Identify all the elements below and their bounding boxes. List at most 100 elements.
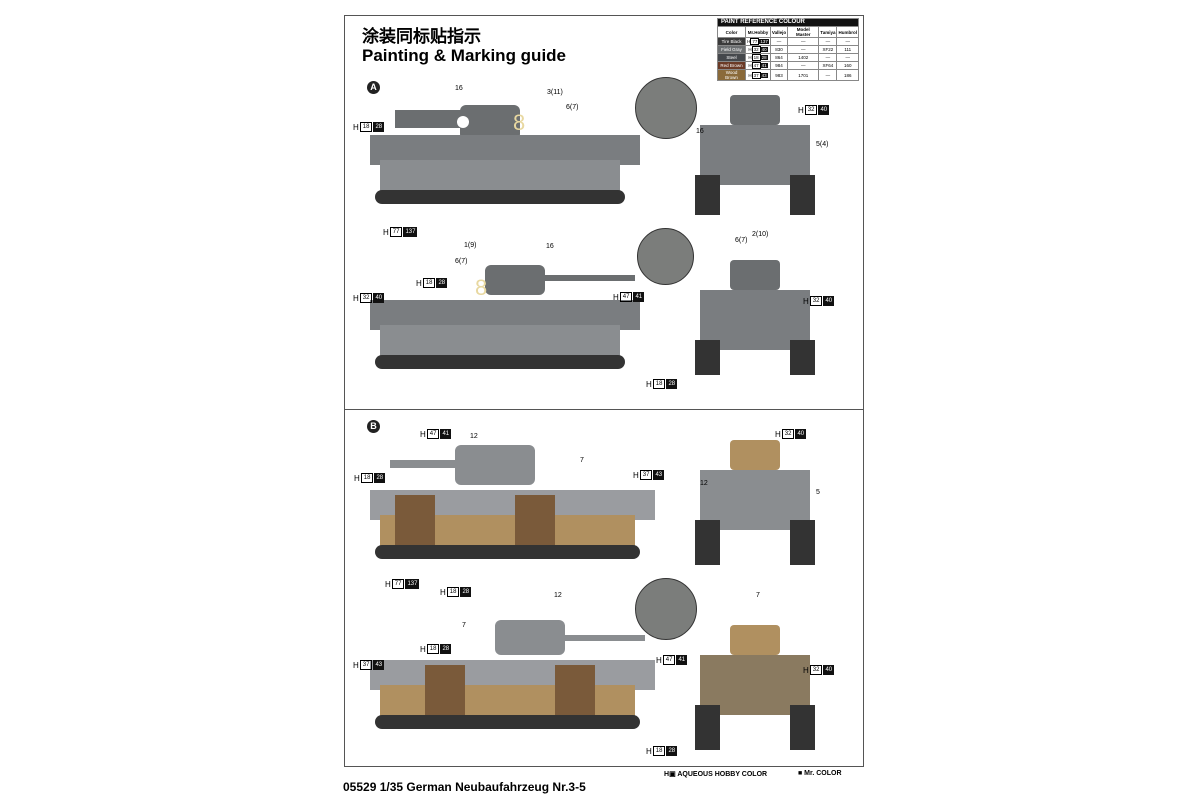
m-code: 43: [760, 72, 768, 78]
col-header: Mr.Hobby: [745, 26, 771, 38]
detail-circle: [635, 77, 697, 139]
h-code: 37: [751, 71, 761, 79]
h-code: 37: [359, 660, 373, 670]
tank-a-front: [695, 95, 815, 215]
m-code: 28: [373, 122, 385, 132]
h-code: 32: [781, 429, 795, 439]
vallejo-code: 984: [769, 61, 789, 70]
h-code: 32: [809, 296, 823, 306]
h-code: 47: [662, 655, 676, 665]
m-code: 28: [460, 587, 472, 597]
color-name: Field Gray: [716, 45, 747, 54]
callout-number: 7: [756, 592, 760, 599]
h-code: 18: [359, 122, 373, 132]
color-name: Red Brown: [716, 61, 747, 70]
h-code: 77: [391, 579, 405, 589]
paint-reference-table: PAINT REFERENCE COLOUR Color Mr.Hobby Va…: [716, 18, 859, 81]
vallejo-code: —: [769, 37, 789, 46]
callout-number: 1(9): [464, 242, 477, 249]
callout-number: 16: [696, 128, 704, 135]
table-title: PAINT REFERENCE COLOUR: [717, 18, 859, 27]
model-master-code: 1701: [787, 69, 820, 81]
callout-number: 5: [816, 489, 820, 496]
legend-h: H: [664, 771, 670, 778]
tank-b-side-1: [370, 445, 655, 559]
m-code: 28: [666, 379, 678, 389]
col-header: Tamiya: [818, 26, 838, 38]
color-name: Wood Brown: [716, 69, 747, 81]
callout-number: 7: [462, 622, 466, 629]
m-code: 41: [440, 429, 452, 439]
m-code: 40: [373, 293, 385, 303]
m-code: 40: [823, 665, 835, 675]
tamiya-code: —: [818, 37, 838, 46]
col-header: Humbrol: [836, 26, 859, 38]
m-code: 137: [403, 227, 418, 237]
model-master-code: 1402: [787, 53, 820, 62]
h-code: 32: [751, 46, 761, 53]
guide-frame: [344, 15, 864, 767]
detail-circle: [637, 228, 694, 285]
svg-text:8: 8: [513, 110, 525, 135]
humbrol-code: —: [836, 53, 859, 62]
detail-circle: [635, 578, 697, 640]
m-code: 43: [653, 470, 665, 480]
page-title: Painting & Marking guide: [362, 46, 567, 65]
m-code: 41: [676, 655, 688, 665]
title-chinese: 涂装同标贴指示: [362, 27, 481, 46]
m-code: 28: [374, 473, 386, 483]
h-code: 77: [750, 38, 760, 45]
svg-text:8: 8: [475, 275, 487, 300]
vallejo-code: 864: [769, 53, 789, 62]
h-code: 18: [751, 54, 761, 61]
humbrol-code: 111: [836, 45, 859, 54]
tank-a-side-2: 8: [370, 265, 640, 369]
m-code: 40: [818, 105, 830, 115]
m-code: 137: [759, 39, 769, 44]
callout-number: 12: [554, 592, 562, 599]
m-code: 28: [440, 644, 452, 654]
m-code: 28: [436, 278, 448, 288]
h-code: 32: [804, 105, 818, 115]
h-code: 77: [389, 227, 403, 237]
tank-b-rear: [695, 625, 815, 750]
col-header: Model Master: [787, 26, 820, 38]
callout-number: 12: [700, 480, 708, 487]
tank-b-front: [695, 440, 815, 565]
tank-b-side-2: [370, 620, 655, 729]
m-code: 28: [760, 55, 768, 60]
h-code: 32: [809, 665, 823, 675]
tamiya-code: —: [818, 53, 838, 62]
h-code: 18: [360, 473, 374, 483]
m-code: 41: [760, 63, 768, 68]
m-code: 43: [373, 660, 385, 670]
scheme-b-marker: B: [367, 420, 380, 433]
m-code: 40: [823, 296, 835, 306]
h-code: 32: [359, 293, 373, 303]
model-master-code: —: [787, 37, 820, 46]
model-master-code: —: [787, 61, 820, 70]
m-code: 41: [633, 292, 645, 302]
legend-aqueous: H▣ AQUEOUS HOBBY COLOR: [664, 771, 768, 778]
callout-number: 12: [470, 433, 478, 440]
